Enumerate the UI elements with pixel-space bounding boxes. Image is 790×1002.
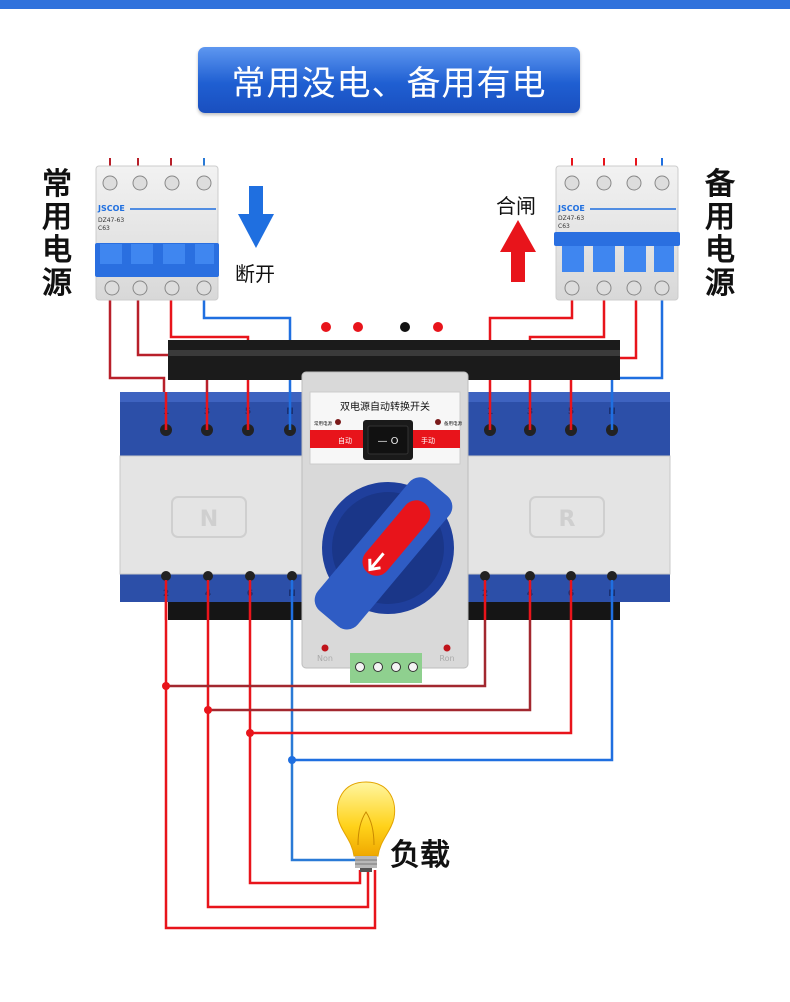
wire-phase-l3 [169,300,250,430]
breaker-rating: C63 [98,225,110,232]
light-bulb-icon [336,781,396,872]
right-indicator-label: 备用电源 [444,420,462,427]
label-char: 用 [705,200,735,235]
breaker-brand: JSCOE [97,204,125,213]
left-state-label: 断开 [235,262,275,286]
right-module [465,455,671,575]
ats-switch: N R 1 3 5 N 1 3 5 N 2 4 6 N 2 4 6 N [119,340,671,683]
right-module-letter: R [559,507,576,532]
label-char: 电 [42,233,72,268]
label-char: 常 [42,167,72,202]
left-module-letter: N [200,507,218,532]
ron-lamp [443,644,451,652]
wire-out-2 [206,580,370,909]
breaker-handle-bar [95,243,219,277]
indicator-dot [400,322,410,332]
wire-phase-r2 [528,300,606,430]
breaker-brand: JSCOE [557,204,585,213]
breaker-screws-top [102,175,212,191]
junction-dot [204,706,212,714]
load-label: 负载 [390,838,450,873]
arrow-down-icon [238,186,274,248]
wire-out-1 [164,580,377,930]
manual-label: 手动 [421,436,435,445]
junction-dot [246,729,254,737]
wire-bridge-n [292,580,614,762]
arrow-up-icon [500,220,536,282]
label-char: 电 [705,233,735,268]
top-accent-bar [0,0,790,9]
rotary-handle[interactable] [309,472,458,636]
left-source-label: 常 用 电 源 [40,168,74,300]
left-module [119,455,303,575]
right-breaker: JSCOE DZ47-63 C63 [554,165,680,301]
page-title: 常用没电、备用有电 [198,47,580,113]
label-char: 源 [42,266,72,301]
terminal-wire-overlays [164,392,614,620]
wire-bridge-3 [250,580,573,735]
indicator-dot [321,322,331,332]
right-source-label: 备 用 电 源 [703,168,737,300]
right-state-label: 合闸 [496,194,536,218]
ron-lamp-label: Ron [439,654,454,663]
breaker-rating: C63 [558,223,570,230]
auto-label: 自动 [338,436,352,445]
non-lamp-label: Non [317,654,333,663]
non-lamp [321,644,329,652]
arrow-down-left-icon [368,552,385,572]
junction-dot [288,756,296,764]
left-indicator-label: 常用电源 [314,420,332,427]
left-breaker: JSCOE DZ47-63 C63 [95,165,219,301]
label-char: 备 [705,167,735,202]
indicator-dot [353,322,363,332]
wire-bridge-2 [208,580,532,712]
breaker-handle-bar [554,232,680,246]
indicator-dot [433,322,443,332]
toggle-symbols: — O [377,436,398,447]
panel-title: 双电源自动转换开关 [340,400,430,413]
junction-dot [162,682,170,690]
label-char: 用 [42,200,72,235]
breaker-model: DZ47-63 [558,215,584,222]
wire-out-n [290,580,355,862]
breaker-model: DZ47-63 [98,217,124,224]
indicator-dots [321,322,443,332]
label-char: 源 [705,266,735,301]
